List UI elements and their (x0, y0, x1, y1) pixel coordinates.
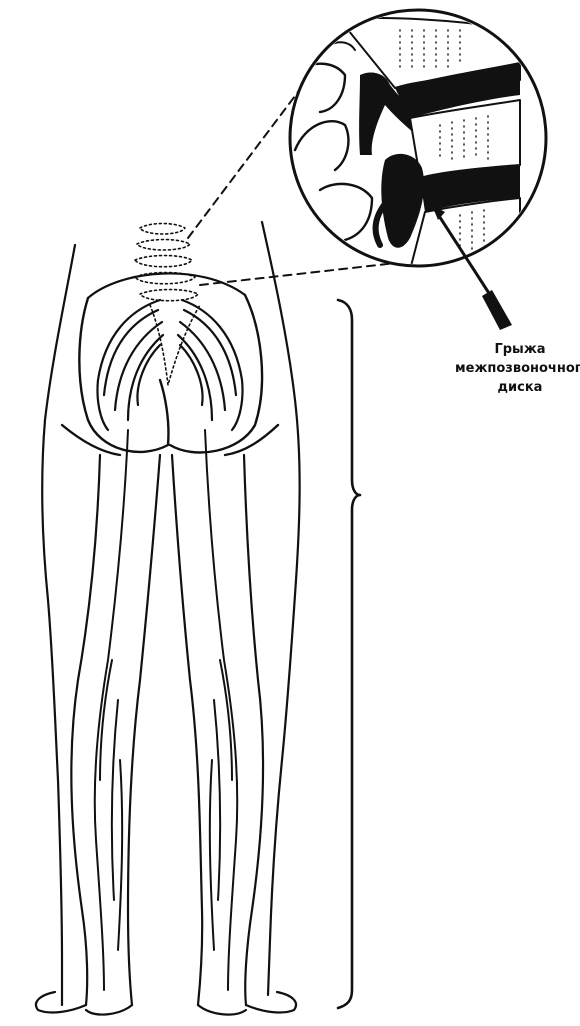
legs (36, 455, 296, 1015)
sciatic-nerve-buttock (97, 300, 242, 430)
leg-nerves (95, 430, 238, 990)
height-bracket (338, 300, 360, 1008)
caption-line-3: диска (455, 378, 580, 397)
buttocks (62, 295, 278, 455)
magnified-disc-view (290, 10, 546, 330)
herniated-disc-label: Грыжа межпозвоночного диска (455, 340, 580, 397)
caption-line-1: Грыжа (455, 340, 580, 359)
caption-line-2: межпозвоночного (455, 359, 580, 378)
